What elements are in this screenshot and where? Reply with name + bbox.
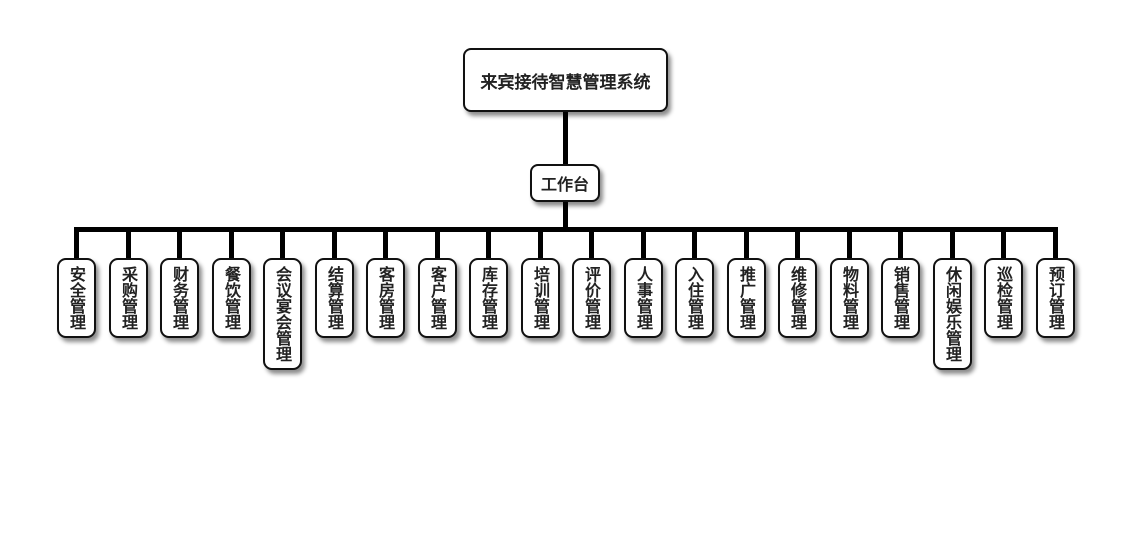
module-node[interactable]: 客房管理 bbox=[365, 258, 405, 338]
module-node-label: 销售管理 bbox=[891, 266, 910, 330]
connector-module bbox=[126, 229, 131, 258]
hub-node[interactable]: 工作台 bbox=[530, 164, 600, 202]
connector-module bbox=[280, 229, 285, 258]
module-node[interactable]: 入住管理 bbox=[674, 258, 714, 338]
connector-module bbox=[589, 229, 594, 258]
module-node[interactable]: 巡检管理 bbox=[983, 258, 1023, 338]
module-node-label: 休闲娱乐管理 bbox=[943, 266, 962, 362]
module-node-label: 巡检管理 bbox=[994, 266, 1013, 330]
module-node-label: 人事管理 bbox=[634, 266, 653, 330]
module-node-label: 入住管理 bbox=[685, 266, 704, 330]
module-node-label: 评价管理 bbox=[582, 266, 601, 330]
module-node[interactable]: 物料管理 bbox=[829, 258, 869, 338]
module-node[interactable]: 会议宴会管理 bbox=[262, 258, 302, 370]
module-node[interactable]: 销售管理 bbox=[880, 258, 920, 338]
connector-root-hub bbox=[563, 112, 568, 164]
module-node-label: 客房管理 bbox=[376, 266, 395, 330]
module-node[interactable]: 培训管理 bbox=[520, 258, 560, 338]
connector-module bbox=[435, 229, 440, 258]
connector-module bbox=[847, 229, 852, 258]
module-node[interactable]: 安全管理 bbox=[56, 258, 96, 338]
connector-module bbox=[177, 229, 182, 258]
module-node-label: 餐饮管理 bbox=[222, 266, 241, 330]
hub-node-label: 工作台 bbox=[540, 175, 589, 194]
module-node-label: 会议宴会管理 bbox=[273, 266, 292, 362]
module-node-label: 结算管理 bbox=[325, 266, 344, 330]
connector-module bbox=[898, 229, 903, 258]
connector-module bbox=[229, 229, 234, 258]
connector-module bbox=[538, 229, 543, 258]
module-node[interactable]: 预订管理 bbox=[1035, 258, 1075, 338]
module-node[interactable]: 客户管理 bbox=[417, 258, 457, 338]
module-node-label: 培训管理 bbox=[531, 266, 550, 330]
module-node[interactable]: 财务管理 bbox=[159, 258, 199, 338]
connector-module bbox=[795, 229, 800, 258]
connector-bus bbox=[74, 227, 1058, 232]
connector-module bbox=[1001, 229, 1006, 258]
connector-module bbox=[744, 229, 749, 258]
module-node-label: 预订管理 bbox=[1046, 266, 1065, 330]
module-node-label: 安全管理 bbox=[67, 266, 86, 330]
module-node[interactable]: 推广管理 bbox=[726, 258, 766, 338]
module-node[interactable]: 人事管理 bbox=[623, 258, 663, 338]
module-node-label: 库存管理 bbox=[479, 266, 498, 330]
module-node[interactable]: 采购管理 bbox=[108, 258, 148, 338]
module-node[interactable]: 评价管理 bbox=[571, 258, 611, 338]
root-node[interactable]: 来宾接待智慧管理系统 bbox=[463, 48, 668, 112]
module-node-label: 物料管理 bbox=[840, 266, 859, 330]
module-node[interactable]: 休闲娱乐管理 bbox=[932, 258, 972, 370]
connector-module bbox=[486, 229, 491, 258]
connector-module bbox=[641, 229, 646, 258]
module-node-label: 财务管理 bbox=[170, 266, 189, 330]
module-node[interactable]: 餐饮管理 bbox=[211, 258, 251, 338]
connector-module bbox=[950, 229, 955, 258]
module-node-label: 客户管理 bbox=[428, 266, 447, 330]
root-node-label: 来宾接待智慧管理系统 bbox=[480, 72, 651, 93]
connector-module bbox=[692, 229, 697, 258]
module-node[interactable]: 库存管理 bbox=[468, 258, 508, 338]
connector-hub-bus bbox=[563, 202, 568, 229]
connector-module bbox=[74, 229, 79, 258]
module-node[interactable]: 结算管理 bbox=[314, 258, 354, 338]
connector-module bbox=[383, 229, 388, 258]
module-node-label: 采购管理 bbox=[119, 266, 138, 330]
module-node-label: 推广管理 bbox=[737, 266, 756, 330]
module-node-label: 维修管理 bbox=[788, 266, 807, 330]
module-node[interactable]: 维修管理 bbox=[777, 258, 817, 338]
connector-module bbox=[332, 229, 337, 258]
connector-module bbox=[1053, 229, 1058, 258]
